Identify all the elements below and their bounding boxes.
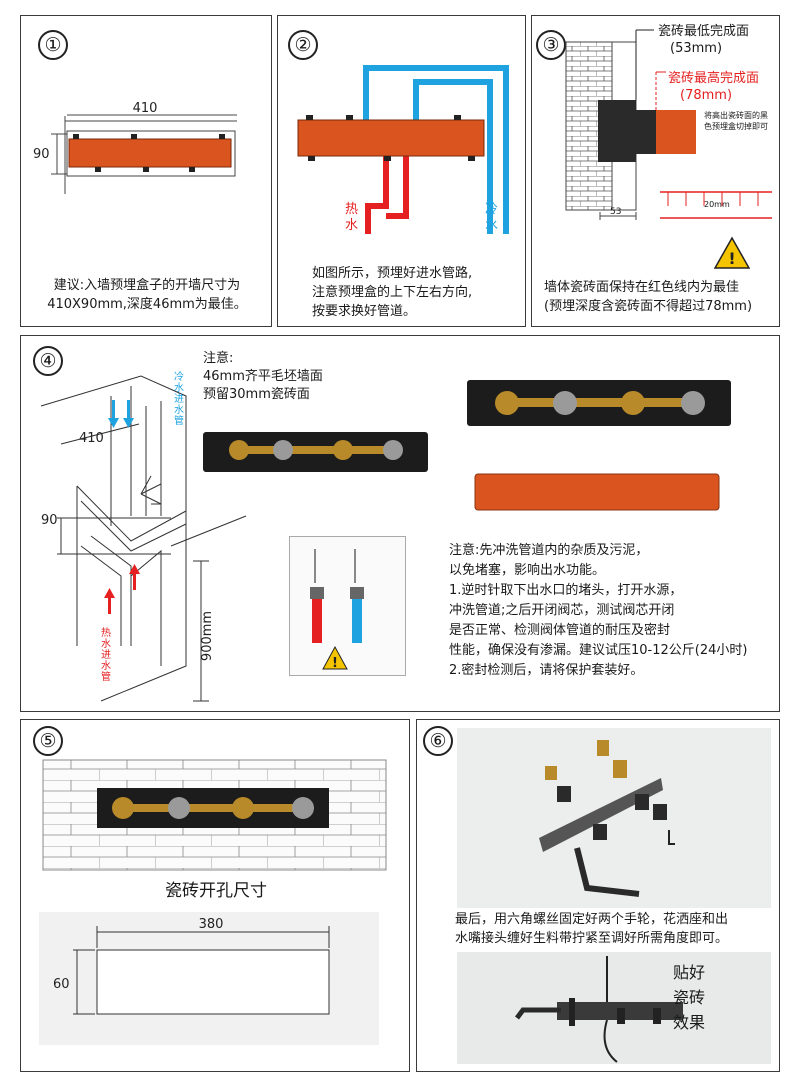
pipe-routing-diagram xyxy=(297,65,509,234)
tile-wall-with-valve xyxy=(42,759,387,871)
cold-water-label: 冷 水 xyxy=(485,202,499,233)
warning-icon: ! xyxy=(332,656,338,671)
wall-note: 注意: 46mm齐平毛坯墙面 预留30mm瓷砖面 xyxy=(203,351,323,402)
wall-section-diagram: 410 90 900mm xyxy=(40,375,247,702)
step-1-panel: ① 410 90 建议:入墙预埋盒子的开墙尺寸为 410X90mm,深度46mm… xyxy=(20,15,272,327)
assembly-photo xyxy=(457,728,771,908)
dim-900: 900mm xyxy=(200,611,215,661)
step-number: ⑤ xyxy=(33,726,63,756)
dim-380: 380 xyxy=(199,917,224,932)
installed-photo xyxy=(457,952,771,1064)
step-2-text: 如图所示，预埋好进水管路, 注意预埋盒的上下左右方向, 按要求换好管道。 xyxy=(312,266,473,319)
hole-dimension-diagram: 380 60 xyxy=(53,917,330,1015)
step-5-panel: ⑤ 瓷砖开孔尺寸 380 60 xyxy=(20,719,410,1072)
tile-hole-caption: 瓷砖开孔尺寸 xyxy=(165,881,267,901)
step-1-text: 建议:入墙预埋盒子的开墙尺寸为 410X90mm,深度46mm为最佳。 xyxy=(47,278,247,312)
protective-cover xyxy=(474,473,720,511)
tile-depth-diagram: ! xyxy=(565,29,772,269)
tile-effect-label: 贴好 瓷砖 效果 xyxy=(672,963,705,1032)
dim-90: 90 xyxy=(41,513,58,528)
hot-pipe-label: 热 水 进 水 管 xyxy=(101,628,111,683)
dim-height: 90 xyxy=(33,147,50,162)
hot-water-label: 热 水 xyxy=(345,202,359,233)
min-finish-label: 瓷砖最低完成面 (53mm) xyxy=(658,24,750,56)
step-number: ② xyxy=(288,30,318,60)
step-number: ③ xyxy=(536,30,566,60)
dim-20: 20mm xyxy=(704,200,730,209)
dim-410: 410 xyxy=(79,431,104,446)
step-number: ④ xyxy=(33,346,63,376)
dim-width: 410 xyxy=(133,101,158,116)
step-4-panel: ④ 410 90 900mm 冷 xyxy=(20,335,780,712)
pipe-test-inset: ! xyxy=(289,536,406,676)
step-3-panel: ③ ! 瓷砖最低完成面 (53mm) xyxy=(531,15,780,327)
step-2-panel: ② 热 水 冷 水 如图所示，预埋好进水管路, 注意预埋盒的上下左右方向, 按要… xyxy=(277,15,526,327)
valve-body-large xyxy=(467,380,731,426)
dim-53: 53 xyxy=(610,207,622,217)
flush-notes: 注意:先冲洗管道内的杂质及污泥， 以免堵塞，影响出水功能。 1.逆时针取下出水口… xyxy=(449,543,748,678)
step-number: ① xyxy=(38,30,68,60)
step-number: ⑥ xyxy=(423,726,453,756)
dim-60: 60 xyxy=(53,977,70,992)
step-3-text: 墙体瓷砖面保持在红色线内为最佳 (预埋深度含瓷砖面不得超过78mm) xyxy=(544,280,753,314)
max-finish-label: 瓷砖最高完成面 (78mm) xyxy=(668,71,760,103)
opening-diagram: 410 90 xyxy=(33,101,237,194)
cold-pipe-label: 冷 水 进 水 管 xyxy=(174,372,184,427)
cut-note: 将高出瓷砖面的黑 色预埋盒切掉即可 xyxy=(704,111,768,131)
valve-body-small xyxy=(203,432,428,472)
step-6-text: 最后，用六角螺丝固定好两个手轮，花洒座和出 水嘴接头缠好生料带拧紧至调好所需角度… xyxy=(455,912,729,946)
warning-icon: ! xyxy=(728,249,735,268)
step-6-panel: ⑥ 最后，用六角螺丝固定好两个手轮，花洒座和出 水嘴接头缠好生料带拧紧至调好所需… xyxy=(416,719,780,1072)
